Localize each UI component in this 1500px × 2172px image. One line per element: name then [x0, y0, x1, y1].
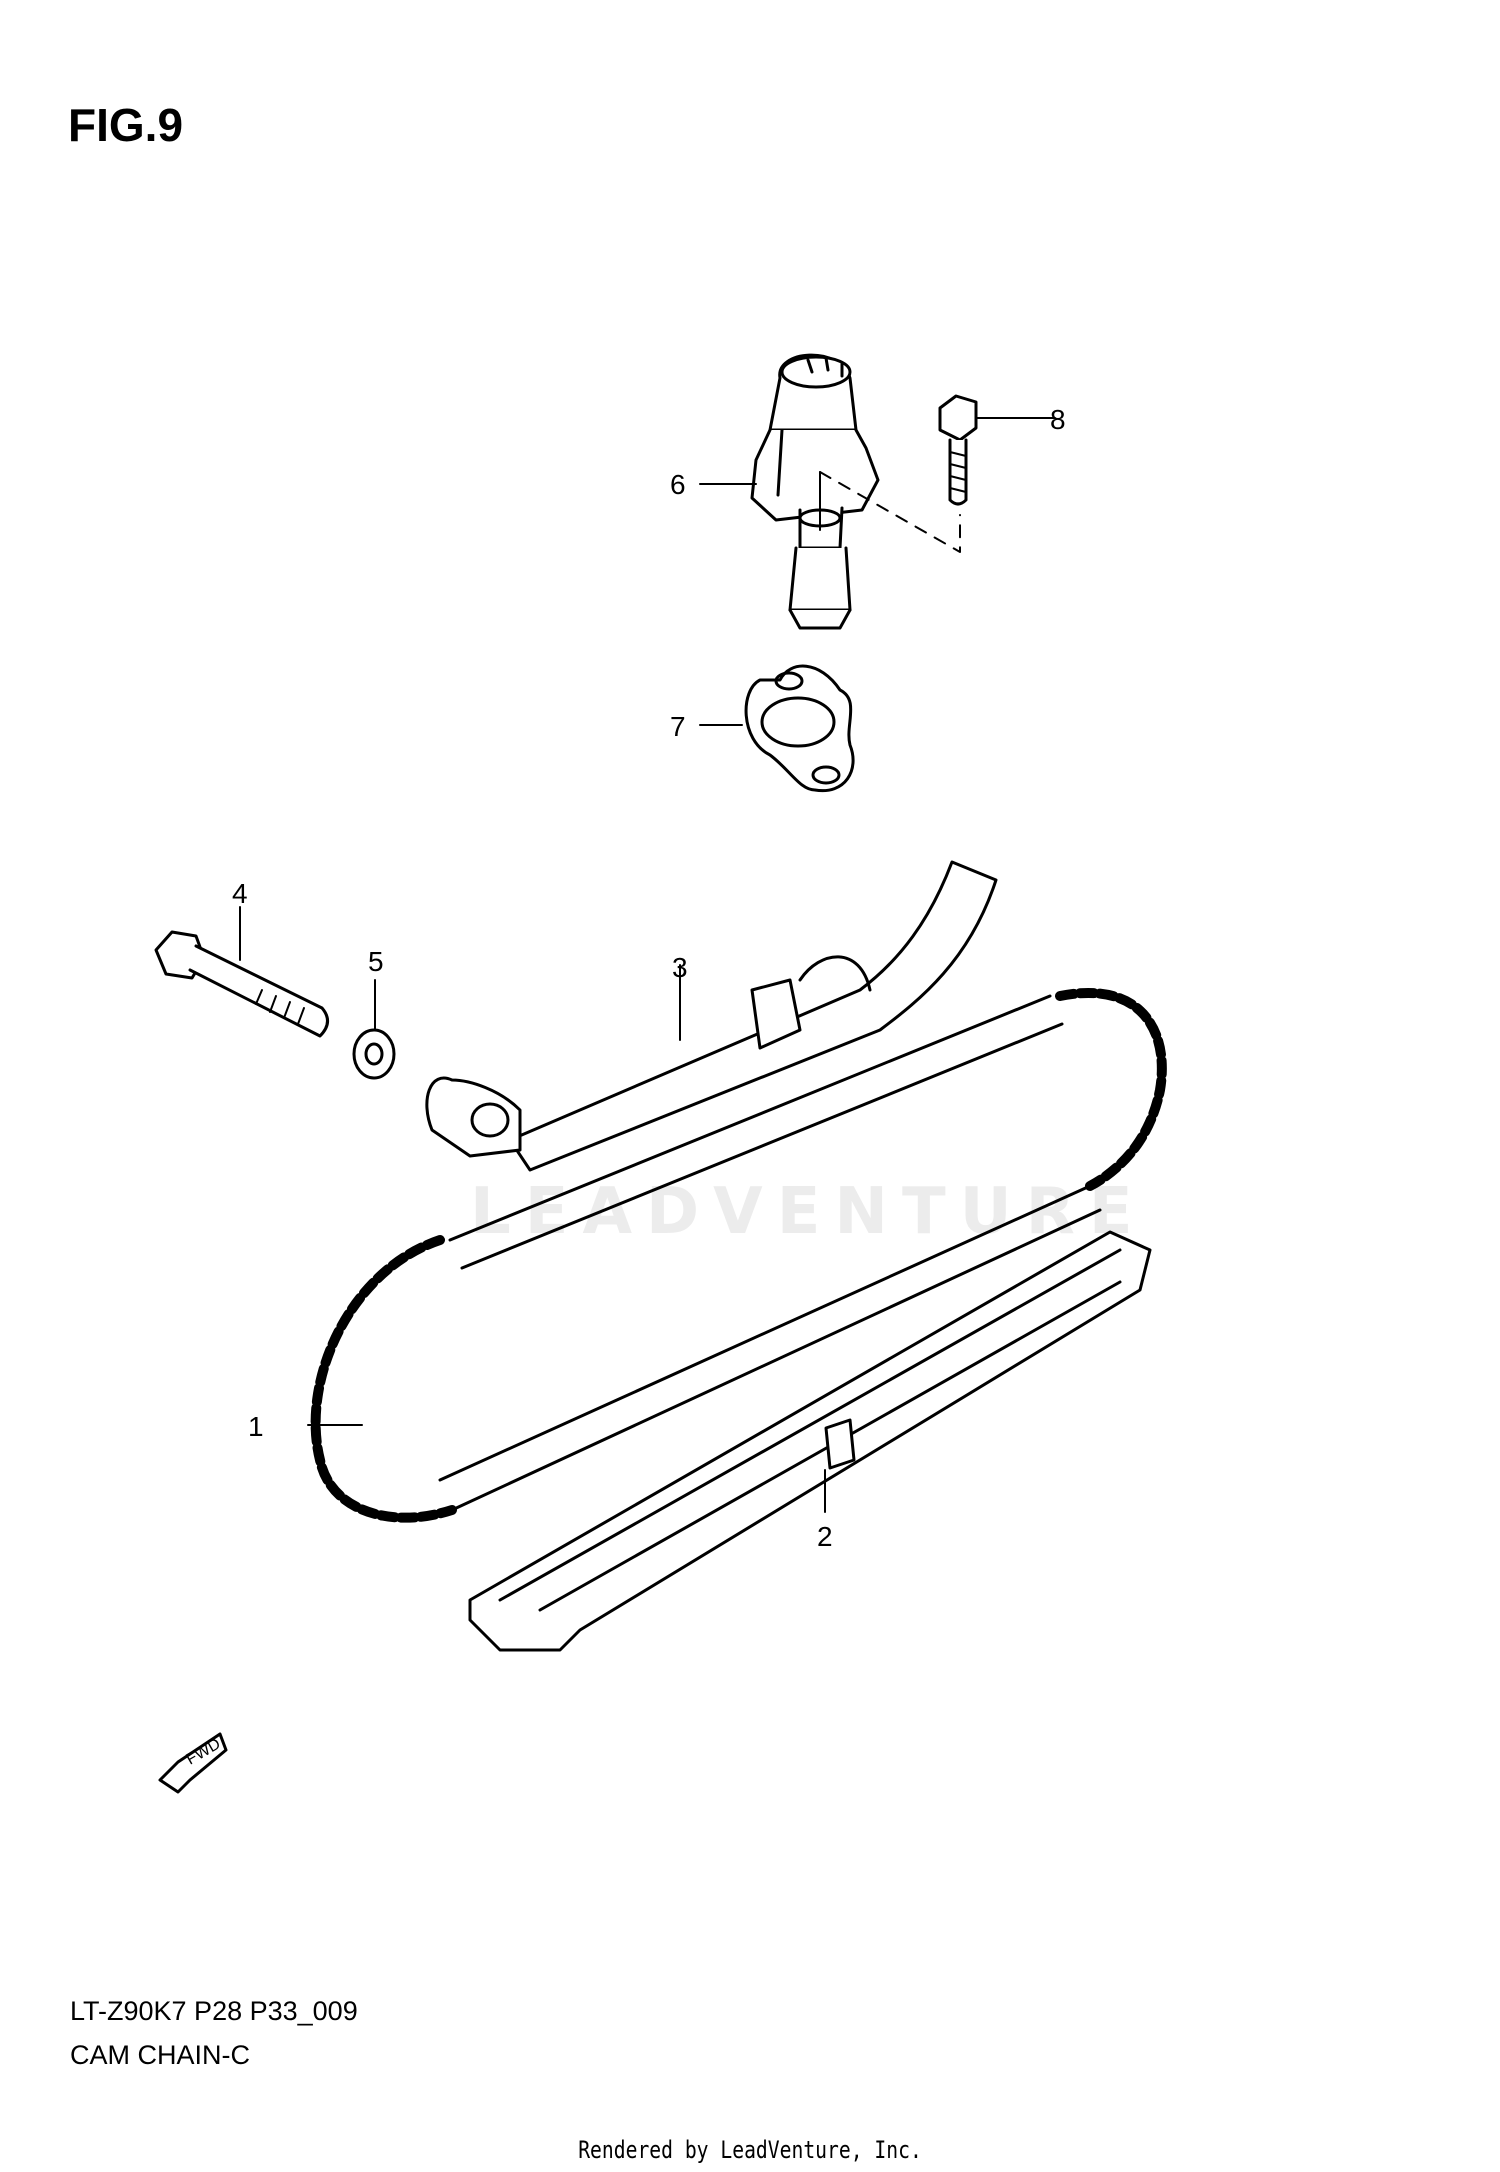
cam-chain-part[interactable]	[310, 987, 1167, 1523]
callout-2: 2	[817, 1521, 833, 1552]
front-guide-part[interactable]	[425, 860, 998, 1172]
short-bolt-part[interactable]	[938, 394, 978, 506]
callout-3: 3	[672, 952, 688, 983]
rear-guide-part[interactable]	[468, 1230, 1152, 1652]
washer-part[interactable]	[352, 1028, 396, 1080]
long-bolt-part[interactable]	[154, 930, 329, 1038]
tensioner-part[interactable]	[750, 353, 880, 630]
callout-1: 1	[248, 1411, 264, 1442]
callout-4: 4	[232, 878, 248, 909]
callout-5: 5	[368, 946, 384, 977]
callout-7: 7	[670, 711, 686, 742]
callout-6: 6	[670, 469, 686, 500]
rendered-by: Rendered by LeadVenture, Inc.	[578, 2136, 922, 2164]
gasket-part[interactable]	[744, 664, 855, 793]
fwd-arrow-icon	[158, 1732, 228, 1794]
model-code: LT-Z90K7 P28 P33_009	[70, 1996, 358, 2026]
callout-8: 8	[1050, 404, 1066, 435]
figure-title: FIG.9	[68, 99, 184, 151]
section-name: CAM CHAIN-C	[70, 2040, 250, 2070]
